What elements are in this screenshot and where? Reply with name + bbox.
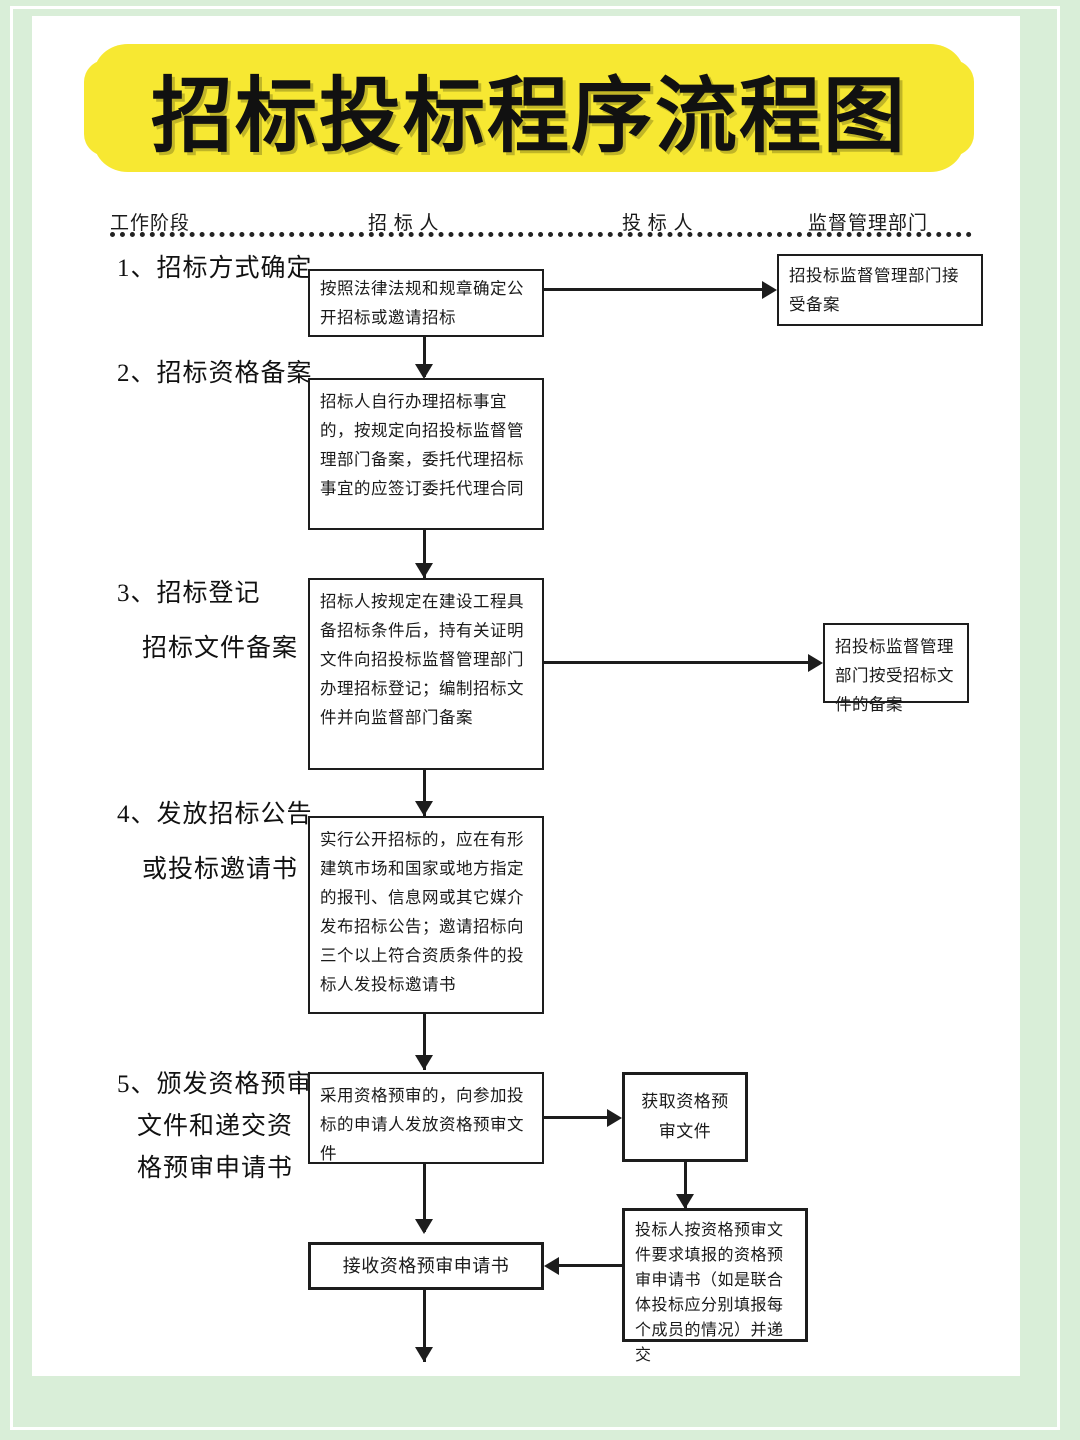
connector-step3-to-supervisor xyxy=(544,661,808,664)
step-label-4: 4、发放招标公告 xyxy=(117,801,313,828)
step-label-5-line2: 文件和递交资 xyxy=(137,1113,294,1140)
step-label-5: 5、颁发资格预审 xyxy=(117,1071,313,1098)
connector-step5-to-receive xyxy=(423,1164,426,1232)
title-highlight-band xyxy=(84,44,974,172)
arrowhead-step1-to-supervisor xyxy=(762,281,777,299)
page-title: 招标投标程序流程图 xyxy=(150,68,907,164)
box-step1-supervisor[interactable]: 招投标监督管理部门接受备案 xyxy=(777,254,983,326)
box-step4-tenderer[interactable]: 实行公开招标的，应在有形建筑市场和国家或地方指定的报刊、信息网或其它媒介发布招标… xyxy=(308,816,544,1014)
box-step3-supervisor[interactable]: 招投标监督管理部门按受招标文件的备案 xyxy=(823,623,969,714)
connector-bidder-get-to-apply xyxy=(684,1162,687,1208)
step-label-2: 2、招标资格备案 xyxy=(117,360,313,387)
step-label-5-line3: 格预审申请书 xyxy=(137,1155,294,1182)
flowchart-card: 招标投标程序流程图 工作阶段 招 标 人 投 标 人 监督管理部门 1、招标方式… xyxy=(32,16,1020,1376)
connector-apply-to-receive xyxy=(559,1264,622,1267)
decorative-inner-border xyxy=(10,6,1060,1430)
connector-step4-to-step5 xyxy=(423,1014,426,1070)
connector-step5-to-bidder xyxy=(544,1116,607,1119)
connector-step2-to-step3 xyxy=(423,530,426,578)
arrowhead-bidder-get-to-apply xyxy=(676,1194,694,1209)
step-label-3-line2: 招标文件备案 xyxy=(142,635,299,662)
step-label-4-line2: 或投标邀请书 xyxy=(142,856,299,883)
arrowhead-step4-to-step5 xyxy=(415,1055,433,1070)
box-step5-tenderer[interactable]: 采用资格预审的，向参加投标的申请人发放资格预审文件 xyxy=(308,1072,544,1164)
arrowhead-step3-to-supervisor xyxy=(808,654,823,672)
header-dotted-rule xyxy=(110,232,972,237)
box-step3-tenderer[interactable]: 招标人按规定在建设工程具备招标条件后，持有关证明文件向招投标监督管理部门办理招标… xyxy=(308,578,544,770)
box-step5-bidder-get[interactable]: 获取资格预审文件 xyxy=(622,1072,748,1162)
arrowhead-step3-to-step4 xyxy=(415,801,433,816)
arrowhead-step2-to-step3 xyxy=(415,563,433,578)
column-header-bidder: 投 标 人 xyxy=(622,213,694,234)
arrowhead-apply-to-receive xyxy=(544,1257,559,1275)
column-header-stage: 工作阶段 xyxy=(110,213,191,234)
connector-step1-to-step2 xyxy=(423,337,426,377)
arrowhead-step5-to-bidder xyxy=(607,1109,622,1127)
arrowhead-receive-to-next xyxy=(415,1347,433,1362)
connector-step1-to-supervisor xyxy=(544,288,762,291)
step-label-3: 3、招标登记 xyxy=(117,580,261,607)
connector-receive-to-next xyxy=(423,1290,426,1362)
connector-step3-to-step4 xyxy=(423,770,426,816)
box-step5-tenderer-receive[interactable]: 接收资格预审申请书 xyxy=(308,1242,544,1290)
column-header-supervisor: 监督管理部门 xyxy=(808,213,929,234)
column-header-tenderer: 招 标 人 xyxy=(368,213,440,234)
box-step5-bidder-apply[interactable]: 投标人按资格预审文件要求填报的资格预审申请书（如是联合体投标应分别填报每个成员的… xyxy=(622,1208,808,1364)
step-label-1: 1、招标方式确定 xyxy=(117,255,313,282)
box-step2-tenderer[interactable]: 招标人自行办理招标事宜的，按规定向招投标监督管理部门备案，委托代理招标事宜的应签… xyxy=(308,378,544,530)
arrowhead-step5-to-receive xyxy=(415,1219,433,1234)
arrowhead-step1-to-step2 xyxy=(415,364,433,379)
box-step1-tenderer[interactable]: 按照法律法规和规章确定公开招标或邀请招标 xyxy=(308,269,544,337)
